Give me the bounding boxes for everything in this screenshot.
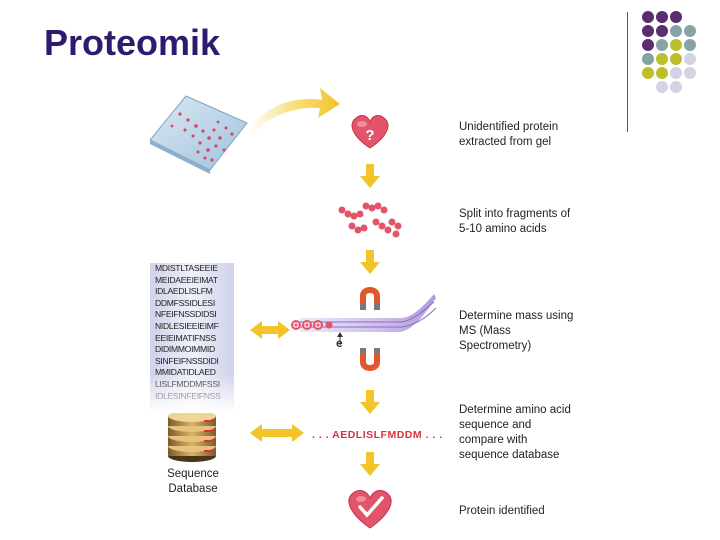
decorative-dot — [670, 25, 682, 37]
identified-protein-icon — [348, 490, 392, 529]
decorative-dot — [670, 11, 682, 23]
sequence-line: NIDLESIEEIEIMF — [155, 320, 219, 331]
decorative-dot — [642, 25, 654, 37]
gel-plate — [149, 95, 248, 174]
double-arrows — [250, 321, 304, 442]
decorative-dot — [684, 25, 696, 37]
decorative-dot — [684, 67, 696, 79]
checkmark-icon — [358, 496, 384, 518]
decorative-dot — [656, 39, 668, 51]
decorative-dot — [656, 25, 668, 37]
decorative-dot — [642, 53, 654, 65]
decorative-dot — [684, 53, 696, 65]
decorative-vertical-line — [627, 12, 628, 132]
curved-arrow-gel-to-protein — [250, 88, 340, 132]
electron-label: e — [336, 336, 343, 350]
decorative-dot — [642, 11, 654, 23]
step-label-3: Determine mass using MS (Mass Spectromet… — [459, 310, 574, 352]
database-label: Sequence Database — [167, 468, 219, 495]
sequence-line: IDLAEDLISLFM — [155, 286, 213, 297]
decorative-dot — [670, 39, 682, 51]
sequence-line: SINFEIFNSSDIDI — [155, 355, 219, 366]
step-label-2: Split into fragments of 5-10 amino acids — [459, 208, 571, 235]
step-label-4: Determine amino acid sequence and compar… — [459, 404, 571, 461]
unidentified-protein-icon: ? — [351, 114, 389, 149]
decorative-dot — [684, 39, 696, 51]
slide-title: Proteomik — [44, 22, 221, 63]
down-arrows — [360, 164, 380, 476]
decorative-dot — [670, 67, 682, 79]
decorative-dot — [656, 81, 668, 93]
decorative-dot — [656, 67, 668, 79]
decorative-dot — [656, 53, 668, 65]
step-label-1: Unidentified protein extracted from gel — [459, 121, 559, 148]
sequence-line: EEIEIMATIFNSS — [155, 332, 216, 343]
sequence-line: DDMFSSIDLESI — [155, 297, 215, 308]
decorative-dot — [656, 11, 668, 23]
sequence-fragment: . . . AEDLISLFMDDM . . . — [312, 429, 443, 441]
sequence-line: NFEIFNSSDIDSI — [155, 309, 217, 320]
step-label-5: Protein identified — [459, 505, 545, 517]
decorative-dot — [670, 81, 682, 93]
sequence-line: MEIDAEEIEIMAT — [155, 274, 218, 285]
protein-fragments — [338, 202, 402, 238]
sequence-line: DIDIMMOIMMID — [155, 344, 215, 355]
question-mark: ? — [365, 127, 374, 144]
sequence-database-icon — [168, 410, 216, 462]
decorative-dot — [642, 67, 654, 79]
decorative-dot — [670, 53, 682, 65]
decorative-dot — [642, 39, 654, 51]
sequence-line: MMIDATIDLAED — [150, 367, 234, 379]
mass-spectrometer — [291, 287, 437, 371]
sequence-line: MDISTLTASEEIE — [155, 263, 218, 273]
sequence-fade — [150, 373, 234, 413]
